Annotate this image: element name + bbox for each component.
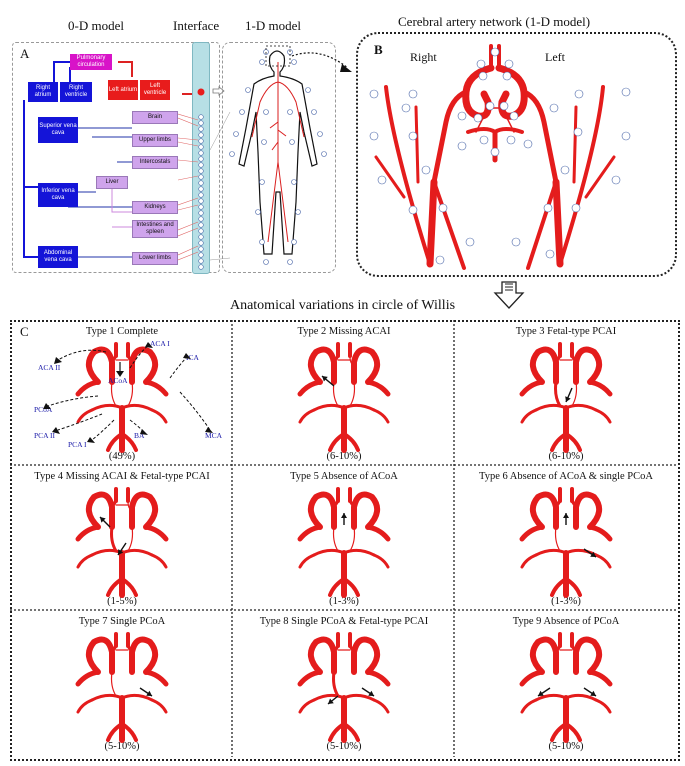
variation-cell-type-8: Type 8 Single PCoA & Fetal-type PCAI (5-… (234, 612, 454, 755)
down-arrow-icon (493, 281, 525, 309)
variation-cell-type-6: Type 6 Absence of ACoA & single PCoA (1-… (456, 467, 676, 610)
panel-1d-model (222, 42, 336, 273)
circle-of-willis-type-3 (519, 342, 613, 453)
left-atrium-box: Left atrium (108, 80, 138, 100)
left-ventricle-box: Left ventricle (140, 80, 170, 100)
right-atrium-box: Right atrium (28, 82, 58, 102)
liver-box: Liver (96, 176, 128, 189)
variation-percentage: (6-10%) (548, 451, 584, 462)
variation-percentage: (1-3%) (329, 596, 359, 607)
label-aca1: ACA I (150, 339, 170, 348)
variation-title: Type 8 Single PCoA & Fetal-type PCAI (259, 616, 429, 627)
panel-b-cerebral-network (356, 32, 677, 277)
circle-of-willis-type-1 (75, 342, 169, 453)
variation-title: Type 1 Complete (85, 326, 159, 337)
cerebral-artery-network-svg (369, 44, 631, 270)
variation-title: Type 7 Single PCoA (78, 616, 166, 627)
variation-cell-type-9: Type 9 Absence of PCoA (5-10%) (456, 612, 676, 755)
variation-percentage: (1-3%) (551, 596, 581, 607)
label-ica: ICA (186, 353, 200, 362)
anatomical-variations-title: Anatomical variations in circle of Willi… (229, 298, 456, 313)
zoom-arrow (291, 52, 352, 72)
body-silhouette (229, 45, 327, 265)
variation-title: Type 5 Absence of ACoA (290, 471, 398, 482)
variation-percentage: (1-5%) (107, 596, 137, 607)
label-acoa: ACoA (108, 376, 128, 385)
interface-ports (197, 88, 205, 270)
panel-c-letter: C (20, 324, 29, 339)
circle-of-willis-type-6 (519, 487, 613, 598)
header-cerebral: Cerebral artery network (1-D model) (398, 14, 591, 29)
panel-c-variations (10, 320, 680, 761)
label-pca1: PCA I (68, 440, 87, 449)
variation-cell-type-2: Type 2 Missing ACAI (6-10%) (234, 322, 454, 465)
variation-title: Type 3 Fetal-type PCAI (515, 326, 617, 337)
label-ba: BA (134, 431, 145, 440)
variation-percentage: (49%) (108, 451, 136, 462)
panel-a-connectors (23, 61, 197, 258)
variation-title: Type 9 Absence of PCoA (512, 616, 620, 627)
kidneys-box: Kidneys (132, 201, 178, 214)
label-pca2: PCA II (34, 431, 56, 440)
variation-cell-type-1: Type 1 Complete (49%) (12, 322, 232, 465)
label-pcoa: PCoA (34, 405, 53, 414)
circle-of-willis-type-8 (297, 632, 391, 743)
variation-title: Type 4 Missing ACAI & Fetal-type PCAI (34, 471, 210, 482)
intestines-box: Intestines and spleen (132, 220, 178, 238)
intercostals-box: Intercostals (132, 156, 178, 169)
variation-cell-type-3: Type 3 Fetal-type PCAI (6-10%) (456, 322, 676, 465)
inferior-vena-cava-box: Inferior vena cava (38, 183, 78, 207)
label-aca2: ACA II (38, 363, 61, 372)
panel-b-letter: B (374, 42, 383, 57)
circle-of-willis-type-9 (519, 632, 613, 743)
pulmonary-box: Pulmonary circulation (70, 54, 112, 70)
variation-title: Type 6 Absence of ACoA & single PCoA (479, 471, 653, 482)
panel-a-0d-model (12, 42, 220, 273)
variation-cell-type-7: Type 7 Single PCoA (5-10%) (12, 612, 232, 755)
header-1d-model: 1-D model (245, 18, 301, 33)
variation-cell-type-4: Type 4 Missing ACAI & Fetal-type PCAI (1… (12, 467, 232, 610)
panel-b-right-label: Right (410, 50, 437, 64)
variation-cell-type-5: Type 5 Absence of ACoA (1-3%) (234, 467, 454, 610)
upper-limbs-box: Upper limbs (132, 134, 178, 147)
circle-of-willis-type-7 (75, 632, 169, 743)
right-ventricle-box: Right ventricle (60, 82, 92, 102)
abdominal-vena-cava-box: Abdominal vena cava (38, 246, 78, 268)
header-interface: Interface (173, 18, 220, 33)
interface-link-lines (178, 111, 231, 261)
superior-vena-cava-box: Superior vena cava (38, 117, 78, 143)
circle-of-willis-type-2 (297, 342, 391, 453)
type1-annotations: ACA II ACA I ACoA ICA PCoA PCA II PCA I … (34, 339, 223, 449)
variation-percentage: (5-10%) (548, 741, 584, 752)
panel-a-letter: A (20, 46, 30, 61)
panel-c-grid (10, 320, 676, 757)
label-mca: MCA (205, 431, 223, 440)
interface-arrow-icon (212, 86, 225, 96)
lower-limbs-box: Lower limbs (132, 252, 178, 265)
header-0d-model: 0-D model (68, 18, 124, 33)
panel-b-left-label: Left (545, 50, 565, 64)
brain-box: Brain (132, 111, 178, 124)
variation-percentage: (6-10%) (326, 451, 362, 462)
variation-percentage: (5-10%) (326, 741, 362, 752)
circle-of-willis-type-4 (75, 487, 169, 598)
circle-of-willis-type-5 (297, 487, 391, 598)
variation-percentage: (5-10%) (104, 741, 140, 752)
variation-title: Type 2 Missing ACAI (297, 326, 391, 337)
